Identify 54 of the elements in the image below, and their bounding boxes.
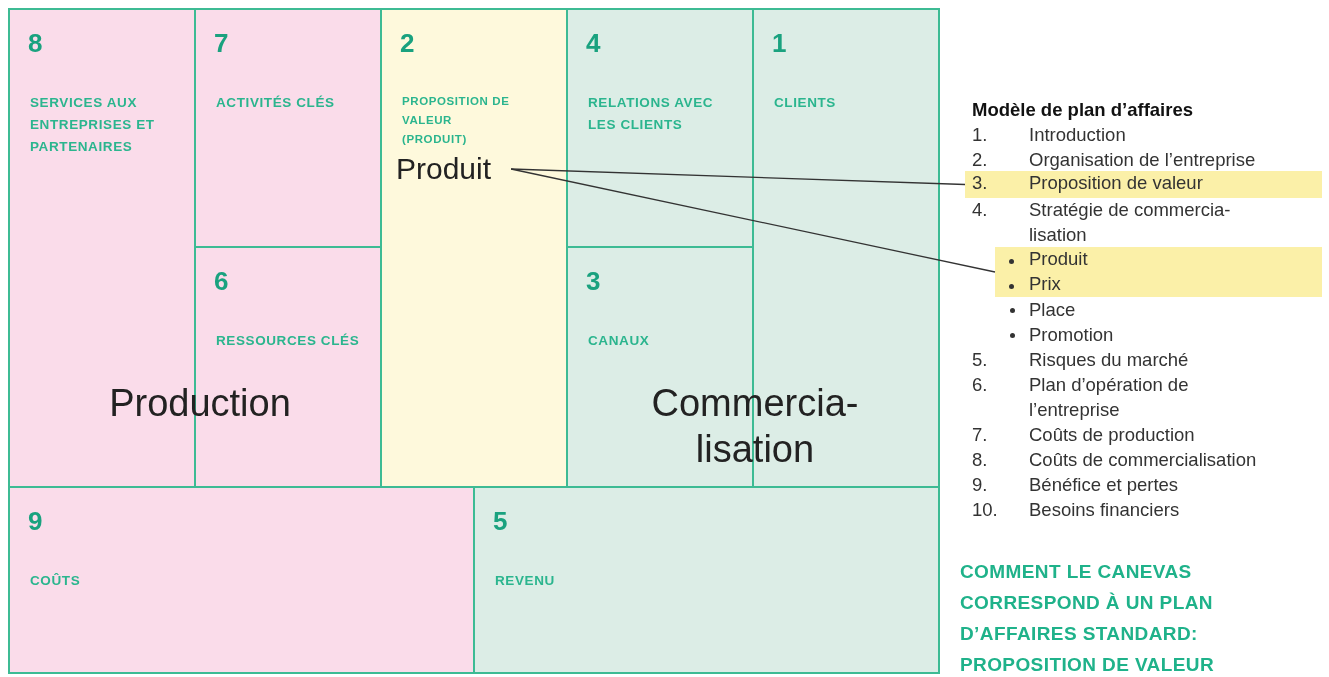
list-item: Place	[1029, 298, 1077, 322]
section-title: SERVICES AUX ENTREPRISES ET PARTENAIRES	[30, 94, 156, 156]
section-title: PROPOSITION DE VALEUR (PRODUIT)	[402, 94, 511, 147]
list-item: Prix	[1029, 273, 1061, 295]
section-number: 1	[772, 28, 787, 59]
section-number: 9	[28, 506, 43, 537]
list-title: Modèle de plan d’affaires	[972, 98, 1195, 122]
list-item: Promotion	[1029, 323, 1115, 347]
list-number: 4.	[972, 198, 989, 222]
canvas-block	[566, 8, 754, 248]
section-number: 8	[28, 28, 43, 59]
list-item: Produit	[1029, 248, 1088, 270]
list-item: Besoins financiers	[1029, 498, 1181, 522]
canvas-block	[473, 486, 940, 674]
caption: COMMENT LE CANEVAS CORRESPOND À UN PLAN D’AFFAIRES STANDARD: PROPOSITION DE VALEUR	[960, 560, 1216, 677]
list-number: 3.	[972, 172, 988, 194]
list-number: 2.	[972, 148, 989, 172]
highlight-band	[965, 171, 1322, 198]
list-item: Coûts de commercialisation	[1029, 448, 1258, 472]
section-number: 4	[586, 28, 601, 59]
section-number: 7	[214, 28, 229, 59]
list-number: 5.	[972, 348, 989, 372]
list-number: 1.	[972, 123, 989, 147]
section-number: 2	[400, 28, 415, 59]
canvas-block	[8, 486, 475, 674]
section-title: COÛTS	[30, 572, 82, 590]
canvas-block	[194, 8, 382, 248]
section-title: CLIENTS	[774, 94, 837, 112]
list-item: Plan d’opération de l’entreprise	[1029, 373, 1190, 422]
list-item: Introduction	[1029, 123, 1127, 147]
list-number: 7.	[972, 423, 989, 447]
list-item: Risques du marché	[1029, 348, 1190, 372]
highlight-band	[995, 247, 1322, 297]
list-item: Coûts de production	[1029, 423, 1196, 447]
section-number: 6	[214, 266, 229, 297]
product-label: Produit	[396, 152, 512, 186]
list-number: 10.	[972, 498, 999, 522]
section-title: REVENU	[495, 572, 556, 590]
list-item: Organisation de l’entreprise	[1029, 148, 1257, 172]
list-number: 6.	[972, 373, 989, 397]
list-item: Proposition de valeur	[1029, 172, 1203, 194]
list-number: 9.	[972, 473, 989, 497]
section-title: RELATIONS AVEC LES CLIENTS	[588, 94, 715, 134]
section-number: 5	[493, 506, 508, 537]
section-number: 3	[586, 266, 601, 297]
section-title: RESSOURCES CLÉS	[216, 332, 361, 350]
canvas-block	[380, 8, 568, 488]
leader-line	[510, 168, 966, 186]
section-title: CANAUX	[588, 332, 651, 350]
list-item: Bénéfice et pertes	[1029, 473, 1180, 497]
list-number: 8.	[972, 448, 989, 472]
leader-line	[510, 168, 996, 273]
section-title: ACTIVITÉS CLÉS	[216, 94, 336, 112]
list-item: Stratégie de commercia- lisation	[1029, 198, 1232, 247]
